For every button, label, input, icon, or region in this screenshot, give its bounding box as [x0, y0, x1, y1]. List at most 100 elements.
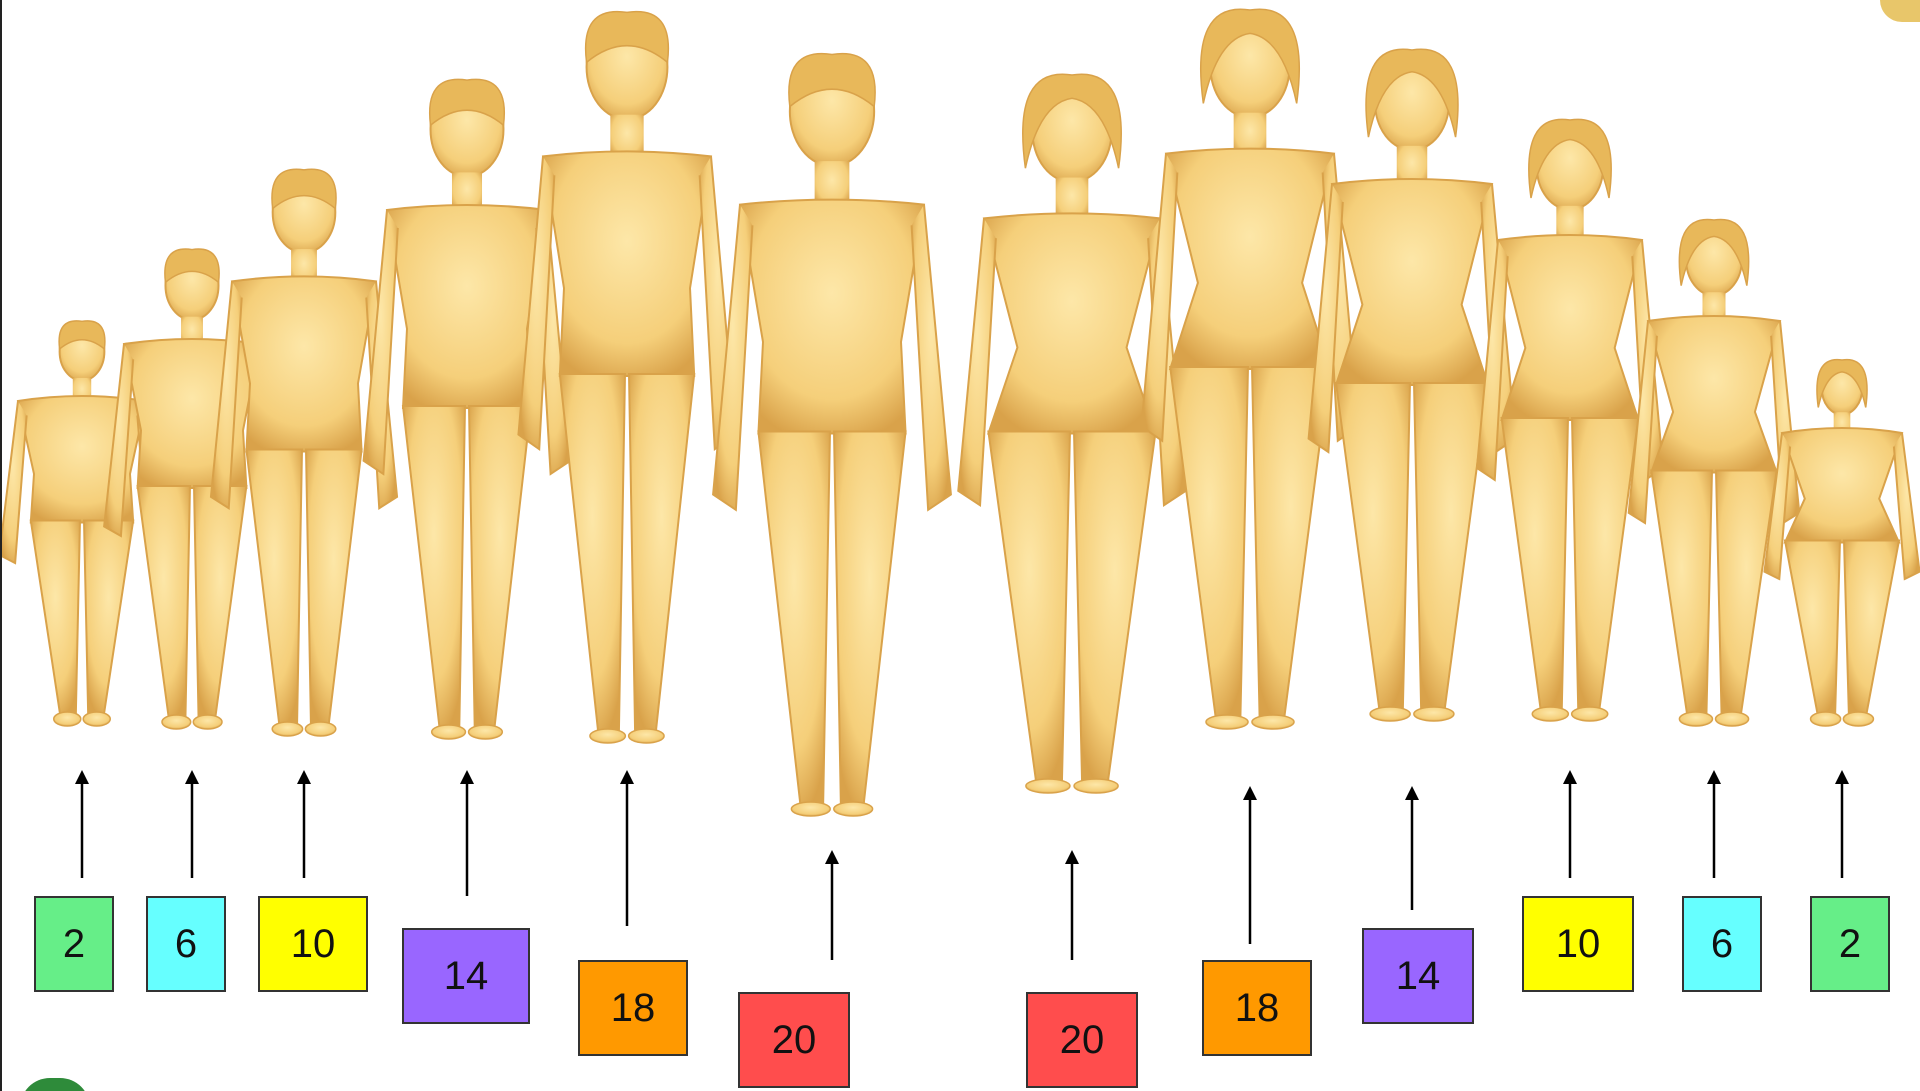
torso: [232, 276, 376, 451]
left-leg: [403, 406, 465, 726]
age-box-male-10: 10: [258, 896, 368, 992]
right-arm: [912, 205, 951, 510]
arrow-8: [1243, 786, 1257, 944]
arrow-10: [1563, 770, 1577, 878]
arrow-head: [825, 850, 839, 864]
right-foot: [1414, 707, 1454, 721]
left-leg: [31, 521, 80, 714]
female-figure-age-6: [1629, 219, 1800, 726]
left-foot: [590, 729, 625, 743]
arrow-head: [297, 770, 311, 784]
right-foot: [1074, 779, 1118, 793]
age-box-male-14: 14: [402, 928, 530, 1024]
right-leg: [834, 432, 906, 804]
arrow-4: [460, 770, 474, 896]
age-box-male-18: 18: [578, 960, 688, 1056]
left-leg: [1502, 418, 1568, 708]
right-foot: [1572, 707, 1608, 721]
arrow-head: [460, 770, 474, 784]
right-leg: [1074, 432, 1156, 781]
right-foot: [834, 802, 873, 816]
arrow-3: [297, 770, 311, 878]
torso: [124, 339, 260, 488]
left-foot: [432, 725, 466, 739]
arrow-head: [185, 770, 199, 784]
right-foot: [83, 712, 110, 726]
torso: [740, 200, 924, 434]
right-leg: [1844, 541, 1899, 714]
right-leg: [469, 406, 531, 726]
right-leg: [1414, 383, 1488, 708]
left-leg: [1785, 541, 1840, 714]
left-foot: [1532, 707, 1568, 721]
right-leg: [306, 450, 362, 724]
left-foot: [791, 802, 830, 816]
right-leg: [84, 521, 133, 714]
arrow-head: [1405, 786, 1419, 800]
age-box-male-6: 6: [146, 896, 226, 992]
left-leg: [1651, 471, 1712, 714]
age-box-female-14: 14: [1362, 928, 1474, 1024]
age-box-female-10: 10: [1522, 896, 1634, 992]
torso: [1166, 149, 1334, 369]
left-foot: [1679, 712, 1712, 726]
right-foot: [629, 729, 664, 743]
torso: [984, 213, 1160, 433]
left-foot: [1026, 779, 1070, 793]
left-foot: [272, 722, 302, 736]
left-leg: [1336, 383, 1410, 708]
left-leg: [138, 486, 190, 716]
age-box-female-6: 6: [1682, 896, 1762, 992]
right-leg: [1716, 471, 1777, 714]
arrow-1: [75, 770, 89, 878]
arrow-head: [620, 770, 634, 784]
left-leg: [988, 432, 1070, 781]
torso: [1648, 316, 1780, 473]
left-leg: [1170, 367, 1248, 716]
arrow-head: [1835, 770, 1849, 784]
left-leg: [758, 432, 830, 804]
arrow-5: [620, 770, 634, 926]
torso: [1498, 235, 1642, 420]
right-foot: [193, 715, 222, 729]
left-foot: [1370, 707, 1410, 721]
left-leg: [560, 374, 625, 730]
torso: [1782, 428, 1902, 543]
age-box-female-2: 2: [1810, 896, 1890, 992]
arrow-head: [1065, 850, 1079, 864]
left-arm: [958, 218, 996, 505]
right-foot: [1716, 712, 1749, 726]
arrow-6: [825, 850, 839, 960]
left-foot: [1811, 712, 1841, 726]
arrow-head: [1707, 770, 1721, 784]
age-box-female-20: 20: [1026, 992, 1138, 1088]
arrow-12: [1835, 770, 1849, 878]
torso: [543, 151, 711, 376]
left-foot: [54, 712, 81, 726]
right-leg: [629, 374, 694, 730]
left-foot: [1206, 715, 1248, 729]
left-leg: [246, 450, 302, 724]
arrow-head: [75, 770, 89, 784]
right-foot: [305, 722, 335, 736]
right-arm: [1894, 433, 1920, 579]
male-figure-age-20: [713, 54, 951, 816]
left-foot: [162, 715, 191, 729]
female-figure-age-10: [1477, 119, 1663, 721]
right-foot: [1252, 715, 1294, 729]
right-leg: [194, 486, 246, 716]
arrow-7: [1065, 850, 1079, 960]
right-foot: [469, 725, 503, 739]
age-box-female-18: 18: [1202, 960, 1312, 1056]
torso: [1332, 179, 1492, 385]
age-box-male-20: 20: [738, 992, 850, 1088]
arrow-9: [1405, 786, 1419, 910]
age-box-male-2: 2: [34, 896, 114, 992]
left-arm: [2, 401, 27, 563]
arrow-head: [1243, 786, 1257, 800]
right-leg: [1572, 418, 1638, 708]
arrow-head: [1563, 770, 1577, 784]
right-foot: [1843, 712, 1873, 726]
arrow-11: [1707, 770, 1721, 878]
